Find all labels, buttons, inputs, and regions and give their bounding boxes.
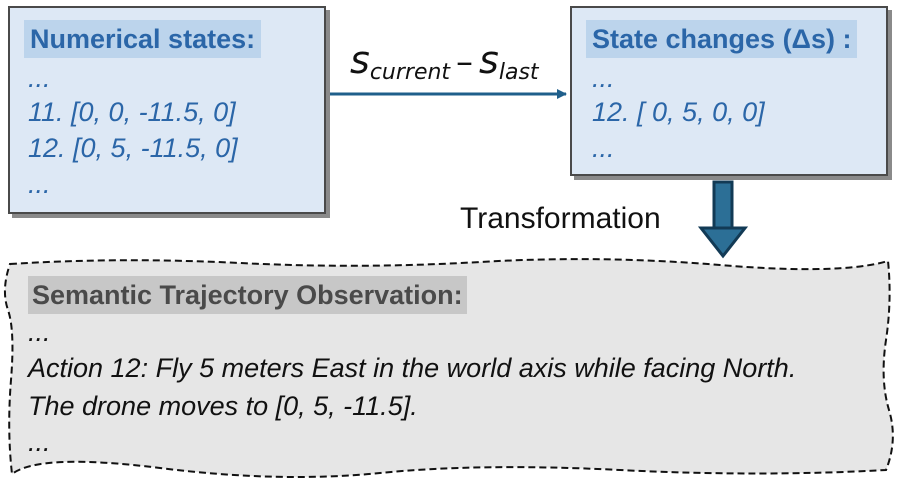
difference-formula: scurrent–slast [350, 38, 539, 85]
semantic-observation-title: Semantic Trajectory Observation: [28, 276, 467, 314]
formula-minus: – [456, 42, 474, 82]
observation-line: ... [28, 427, 51, 457]
numerical-states-box: Numerical states: ... 11. [0, 0, -11.5, … [8, 6, 326, 214]
formula-symbol-s-current: s [350, 38, 370, 82]
transformation-arrow [697, 180, 749, 259]
transformation-label: Transformation [460, 202, 661, 235]
numerical-states-title: Numerical states: [24, 20, 262, 58]
state-change-line: 12. [ 0, 5, 0, 0] [592, 97, 765, 127]
numerical-state-line: ... [28, 169, 51, 199]
state-changes-box: State changes (Δs) : ... 12. [ 0, 5, 0, … [570, 6, 888, 176]
state-change-line: ... [592, 63, 615, 93]
numerical-state-line: 11. [0, 0, -11.5, 0] [28, 97, 236, 127]
formula-symbol-s-last: s [479, 38, 499, 82]
formula-subscript-last: last [498, 60, 539, 85]
formula-subscript-current: current [369, 60, 451, 85]
observation-line: Action 12: Fly 5 meters East in the worl… [28, 353, 797, 383]
numerical-state-line: ... [28, 63, 51, 93]
state-change-line: ... [592, 133, 615, 163]
observation-line: The drone moves to [0, 5, -11.5]. [28, 391, 418, 421]
state-changes-title: State changes (Δs) : [586, 20, 858, 58]
observation-line: ... [28, 317, 51, 347]
numerical-state-line: 12. [0, 5, -11.5, 0] [28, 133, 238, 163]
